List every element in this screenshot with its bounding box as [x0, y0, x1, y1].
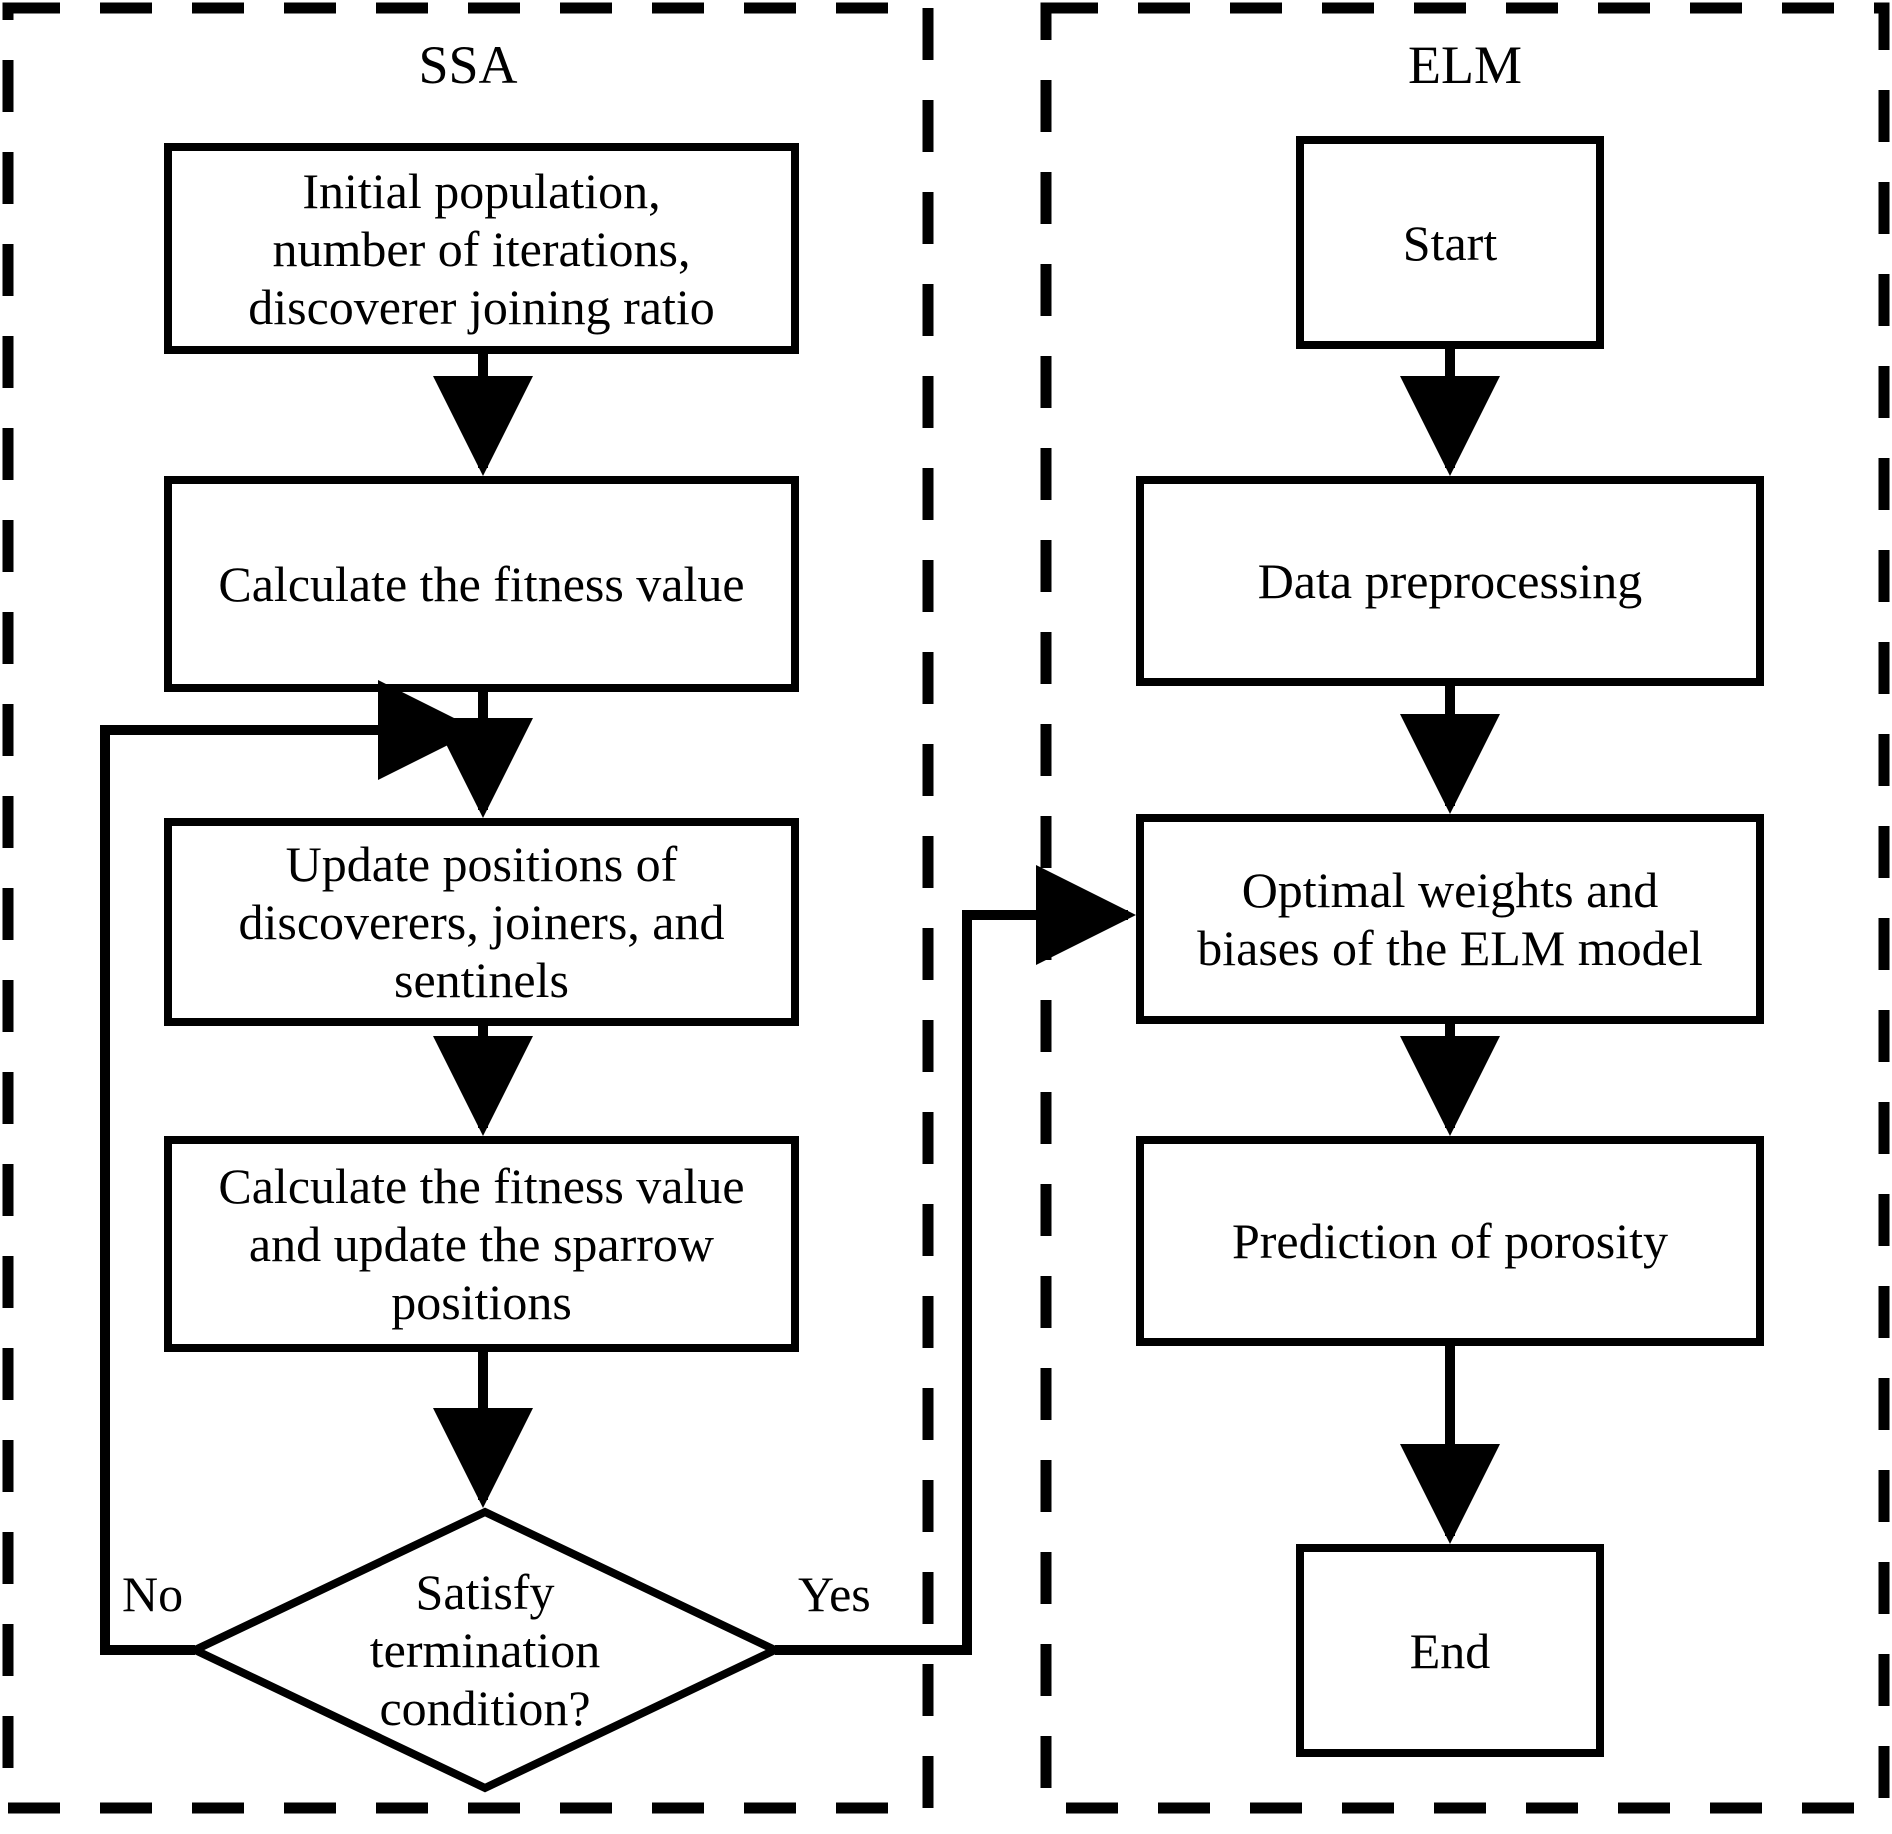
node-preproc-shape — [1136, 476, 1764, 686]
edge-label-no: No — [122, 1565, 183, 1623]
edge-label-no-text: No — [122, 1566, 184, 1622]
edge-decision-yes-to-weights — [775, 865, 1137, 1655]
elm-panel-title: ELM — [1046, 34, 1884, 96]
ssa-panel-title-text: SSA — [418, 35, 518, 95]
node-fitness1-shape — [164, 476, 799, 692]
node-start-shape — [1296, 136, 1604, 349]
node-update-shape — [164, 818, 799, 1026]
node-decision-shape — [185, 1507, 785, 1793]
node-weights-shape — [1136, 814, 1764, 1024]
ssa-panel-title: SSA — [8, 34, 928, 96]
edge-label-yes-text: Yes — [798, 1566, 871, 1622]
node-predict-shape — [1136, 1136, 1764, 1346]
node-end-shape — [1296, 1544, 1604, 1757]
elm-panel-title-text: ELM — [1408, 35, 1522, 95]
edge-decision-no-loopback — [100, 680, 479, 1655]
node-fitness2-shape — [164, 1136, 799, 1352]
edge-label-yes: Yes — [798, 1565, 871, 1623]
ssa-panel-border — [2, 2, 934, 1814]
node-init-shape — [164, 143, 799, 354]
